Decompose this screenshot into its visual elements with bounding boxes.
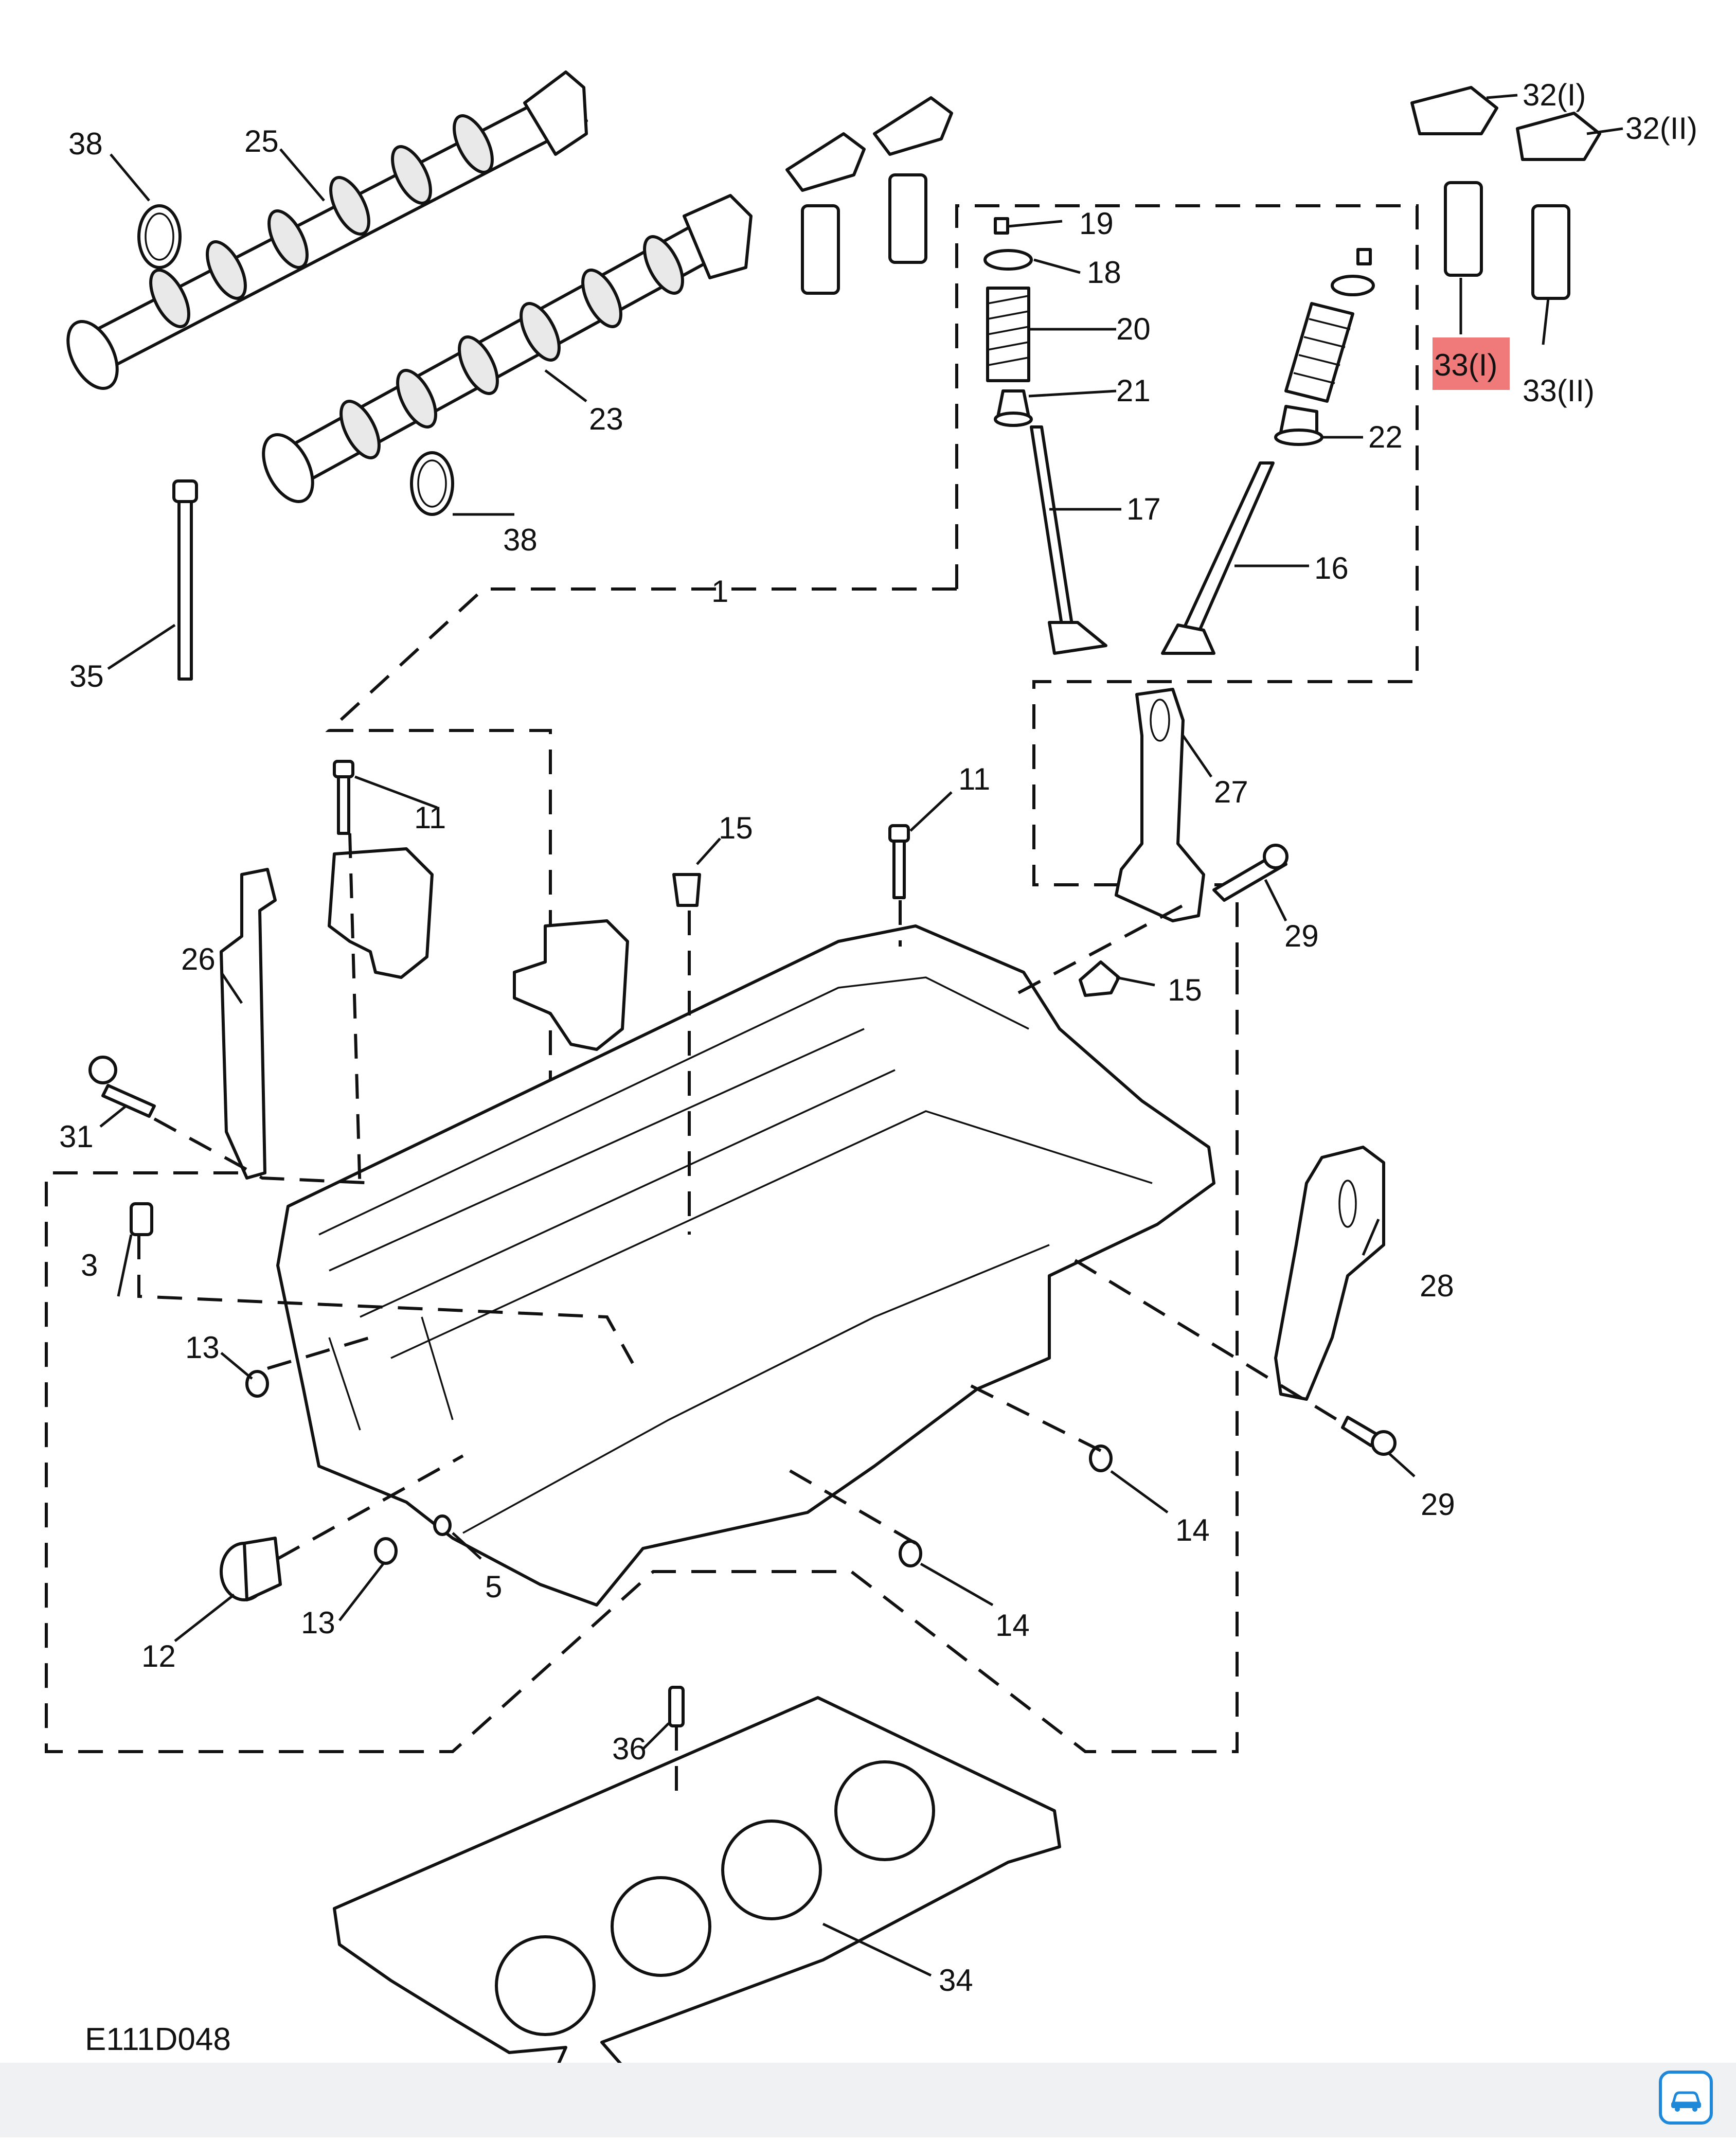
callout-21: 21 [1116, 373, 1151, 408]
callout-26: 26 [181, 942, 216, 976]
callout-16: 16 [1314, 551, 1349, 585]
callout-5: 5 [485, 1570, 502, 1604]
bracket-27 [1115, 688, 1205, 922]
callout-11b: 11 [958, 762, 990, 796]
bracket-28 [1274, 1146, 1385, 1401]
callout-25: 25 [244, 124, 279, 158]
callout-36: 36 [612, 1732, 647, 1766]
callout-29a: 29 [1284, 919, 1319, 953]
callout-12: 12 [141, 1639, 176, 1673]
callout-15b: 15 [1168, 973, 1202, 1007]
cam-bearing-caps [328, 847, 629, 1051]
callout-29b: 29 [1421, 1487, 1455, 1522]
callout-34: 34 [939, 1963, 973, 1998]
callout-labels: 38 25 23 38 35 1 19 18 20 21 22 17 16 32… [59, 78, 1697, 1998]
callout-3: 3 [81, 1248, 98, 1282]
callout-highlight [1433, 337, 1510, 390]
figure-code: E111D048 [85, 2022, 231, 2057]
callout-38b: 38 [503, 523, 538, 557]
callout-38a: 38 [68, 127, 103, 161]
bracket-26 [220, 868, 277, 1180]
car-service-app-icon[interactable] [1659, 2071, 1713, 2125]
cylinder-head [276, 924, 1215, 1607]
valve-assembly-intake [1161, 248, 1375, 655]
callout-23: 23 [589, 402, 623, 436]
footer-bar [0, 2063, 1736, 2137]
plugs-15 [672, 873, 1120, 997]
plug-12 [220, 1537, 282, 1601]
callout-13b: 13 [301, 1606, 335, 1640]
callout-32-ii: 32(II) [1625, 111, 1697, 146]
valve-assembly-exhaust [983, 217, 1107, 655]
callout-19: 19 [1079, 206, 1114, 241]
callout-18: 18 [1087, 255, 1121, 290]
callout-28: 28 [1420, 1269, 1454, 1303]
head-bolt-35 [172, 479, 198, 681]
head-group-outline [45, 970, 1239, 1753]
valve-group-outline [955, 204, 1419, 970]
bolts-11 [333, 760, 910, 899]
leader-lines [99, 94, 1623, 1977]
bolts-29-31 [88, 844, 1397, 1456]
dowel-36 [668, 1686, 685, 1727]
group-outlines [45, 204, 1419, 1753]
callout-33-i: 33(I) [1434, 348, 1497, 382]
callout-35: 35 [69, 659, 104, 693]
camshaft-exhaust [262, 194, 753, 503]
car-icon [1671, 2091, 1701, 2112]
callout-14a: 14 [1175, 1513, 1210, 1547]
o-rings-13-14 [245, 1370, 1113, 1567]
callout-31: 31 [59, 1119, 94, 1154]
callout-32-i: 32(I) [1523, 78, 1586, 112]
camshaft-seal-rings [137, 204, 454, 516]
callout-27: 27 [1214, 775, 1248, 809]
head-gasket [333, 1696, 1061, 2106]
callout-20: 20 [1116, 312, 1151, 346]
camshaft-intake [66, 70, 588, 390]
callout-17: 17 [1126, 492, 1161, 526]
callout-22: 22 [1368, 420, 1403, 454]
callout-1: 1 [711, 574, 728, 609]
camshaft-group-outline [325, 587, 957, 1183]
dowel-3 [130, 1202, 153, 1236]
callout-33-ii: 33(II) [1523, 373, 1595, 408]
callout-11a: 11 [414, 800, 446, 835]
callout-15a: 15 [719, 811, 753, 845]
callout-13a: 13 [185, 1330, 220, 1365]
callout-14b: 14 [995, 1608, 1030, 1643]
rocker-and-lash-left [785, 86, 1601, 300]
